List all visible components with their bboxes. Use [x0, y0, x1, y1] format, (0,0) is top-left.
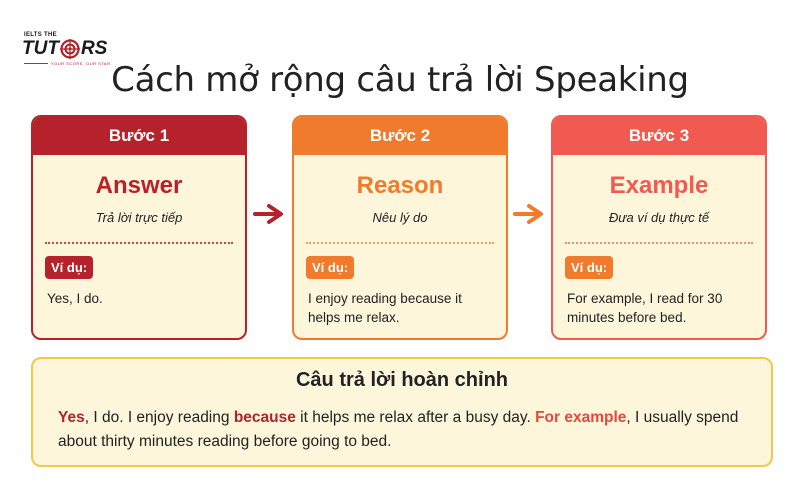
step-header: Bước 3 — [553, 117, 765, 155]
step-card-2: Bước 2 Reason Nêu lý do Ví dụ: I enjoy r… — [292, 115, 508, 340]
logo-wordmark-right: RS — [80, 38, 108, 59]
page-title: Cách mở rộng câu trả lời Speaking — [111, 60, 689, 100]
step-card-1: Bước 1 Answer Trả lời trực tiếp Ví dụ: Y… — [31, 115, 247, 340]
step-description: Đưa ví dụ thực tế — [608, 210, 710, 225]
summary-title: Câu trả lời hoàn chỉnh — [295, 369, 508, 391]
summary-reason-keyword: because — [233, 409, 296, 426]
example-badge: Ví dụ: — [565, 256, 614, 279]
summary-text-part: , I do. I enjoy reading — [84, 409, 234, 426]
logo-top-text: IELTS THE — [24, 32, 57, 38]
step-header: Bước 2 — [294, 117, 506, 155]
logo-wordmark-left: TUT — [22, 38, 59, 59]
dotted-divider — [306, 242, 494, 244]
example-badge: Ví dụ: — [306, 256, 355, 279]
dotted-divider — [45, 242, 233, 244]
brand-logo: IELTS THE TUT RS YOUR SCORE, OUR STAR — [22, 32, 114, 66]
target-icon — [59, 39, 80, 59]
step-header: Bước 1 — [33, 117, 245, 155]
step-example: For example, I read for 30 minutes befor… — [567, 291, 723, 325]
step-name: Reason — [356, 172, 444, 199]
step-description: Nêu lý do — [372, 210, 428, 225]
step-example: I enjoy reading because it helps me rela… — [308, 291, 462, 325]
summary-text-part: , I usually spend about thirty minutes r… — [58, 409, 739, 450]
arrow-right-icon — [253, 204, 283, 224]
step-name: Example — [609, 172, 709, 199]
summary-answer-keyword: Yes — [58, 409, 85, 426]
complete-answer-box: Câu trả lời hoàn chỉnh Yes, I do. I enjo… — [31, 357, 773, 467]
arrow-right-icon — [513, 204, 543, 224]
dotted-divider — [565, 242, 753, 244]
summary-text-part: it helps me relax after a busy day. — [295, 409, 536, 426]
step-card-3: Bước 3 Example Đưa ví dụ thực tế Ví dụ: … — [551, 115, 767, 340]
step-description: Trả lời trực tiếp — [95, 210, 183, 225]
summary-example-keyword: For example — [535, 409, 627, 426]
example-badge: Ví dụ: — [45, 256, 94, 279]
summary-text: Yes, I do. I enjoy reading because it he… — [58, 406, 751, 454]
step-name: Answer — [95, 172, 183, 199]
logo-wordmark: TUT RS — [22, 38, 107, 60]
logo-tagline: YOUR SCORE, OUR STAR — [24, 61, 111, 66]
step-example: Yes, I do. — [47, 291, 103, 306]
